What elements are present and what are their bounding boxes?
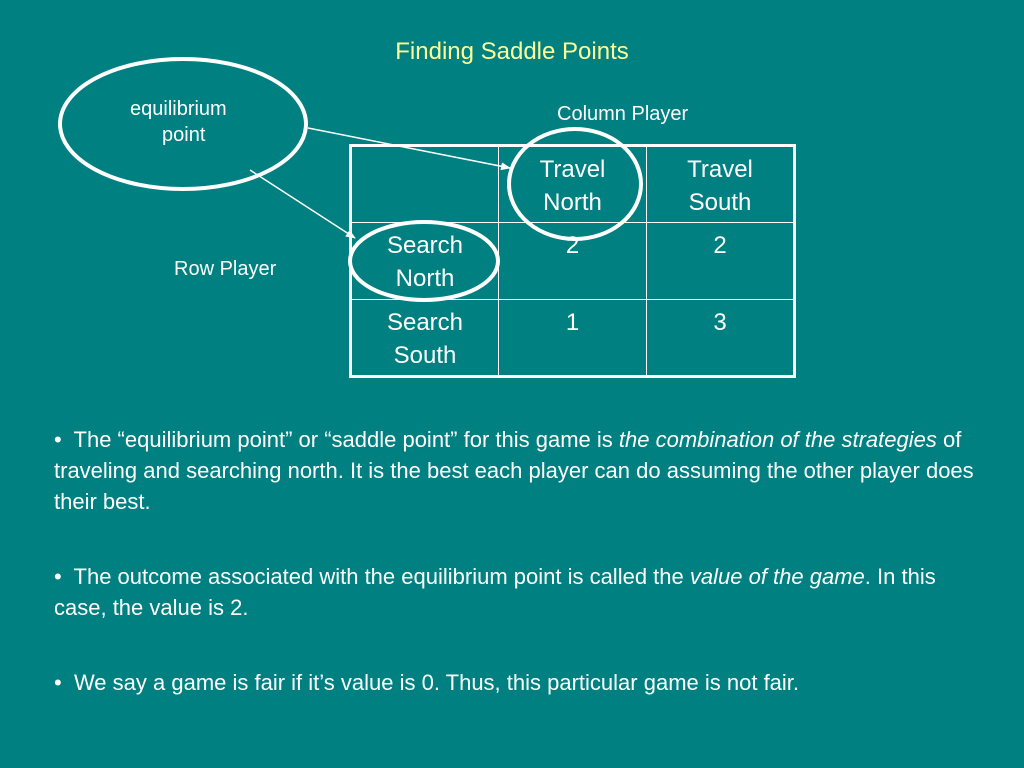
row-player-label: Row Player: [174, 258, 277, 280]
bullet-item: • The outcome associated with the equili…: [54, 561, 994, 623]
callout-ellipse: [58, 57, 308, 191]
row-header-line-2: North: [395, 265, 455, 292]
callout-line-1: equilibrium: [130, 98, 227, 120]
bullet-item: • We say a game is fair if it’s value is…: [54, 667, 994, 698]
col-header-travel-north: Travel North: [498, 145, 647, 223]
bullet-emphasis: value of the game: [689, 564, 865, 589]
row-header-search-north: Search North: [350, 222, 499, 300]
bullet-text: We say a game is fair if it’s value is 0…: [73, 670, 800, 695]
matrix-row-search-north: Search North 2 2: [350, 222, 795, 300]
bullet-list: • The “equilibrium point” or “saddle poi…: [54, 424, 994, 742]
bullet-marker: •: [54, 564, 62, 589]
callout-arrow-to-row: [249, 169, 356, 239]
col-header-line-1: Travel: [539, 156, 606, 183]
bullet-text: . In this case, the value is 2.: [54, 564, 936, 620]
row-header-search-south: Search South: [350, 299, 499, 377]
matrix-header-row: Travel North Travel South: [350, 145, 795, 223]
bullet-marker: •: [54, 427, 62, 452]
bullet-text: The outcome associated with the equilibr…: [73, 564, 690, 589]
callout-line-2: point: [162, 124, 206, 146]
row-header-line-1: Search: [386, 232, 464, 259]
column-player-label: Column Player: [557, 103, 689, 125]
col-header-line-1: Travel: [687, 156, 753, 183]
col-header-line-2: North: [543, 189, 602, 216]
bullet-marker: •: [54, 670, 62, 695]
bullet-text: of traveling and searching north. It is …: [54, 427, 974, 514]
col-header-travel-south: Travel South: [646, 145, 795, 223]
col-header-line-2: South: [688, 189, 752, 216]
payoff-cell: 2: [498, 222, 647, 300]
bullet-text: The “equilibrium point” or “saddle point…: [73, 427, 619, 452]
payoff-cell: 2: [646, 222, 795, 300]
matrix-corner-cell: [350, 145, 499, 223]
payoff-cell: 1: [498, 299, 647, 377]
slide-title: Finding Saddle Points: [395, 38, 629, 65]
bullet-item: • The “equilibrium point” or “saddle poi…: [54, 424, 994, 517]
callout-label: equilibrium point: [130, 96, 270, 148]
row-header-line-1: Search: [386, 309, 464, 336]
bullet-emphasis: the combination of the strategies: [618, 427, 937, 452]
payoff-matrix: Travel North Travel South Search North 2…: [349, 144, 796, 378]
row-header-line-2: South: [393, 342, 457, 369]
matrix-row-search-south: Search South 1 3: [350, 299, 795, 377]
payoff-cell: 3: [646, 299, 795, 377]
